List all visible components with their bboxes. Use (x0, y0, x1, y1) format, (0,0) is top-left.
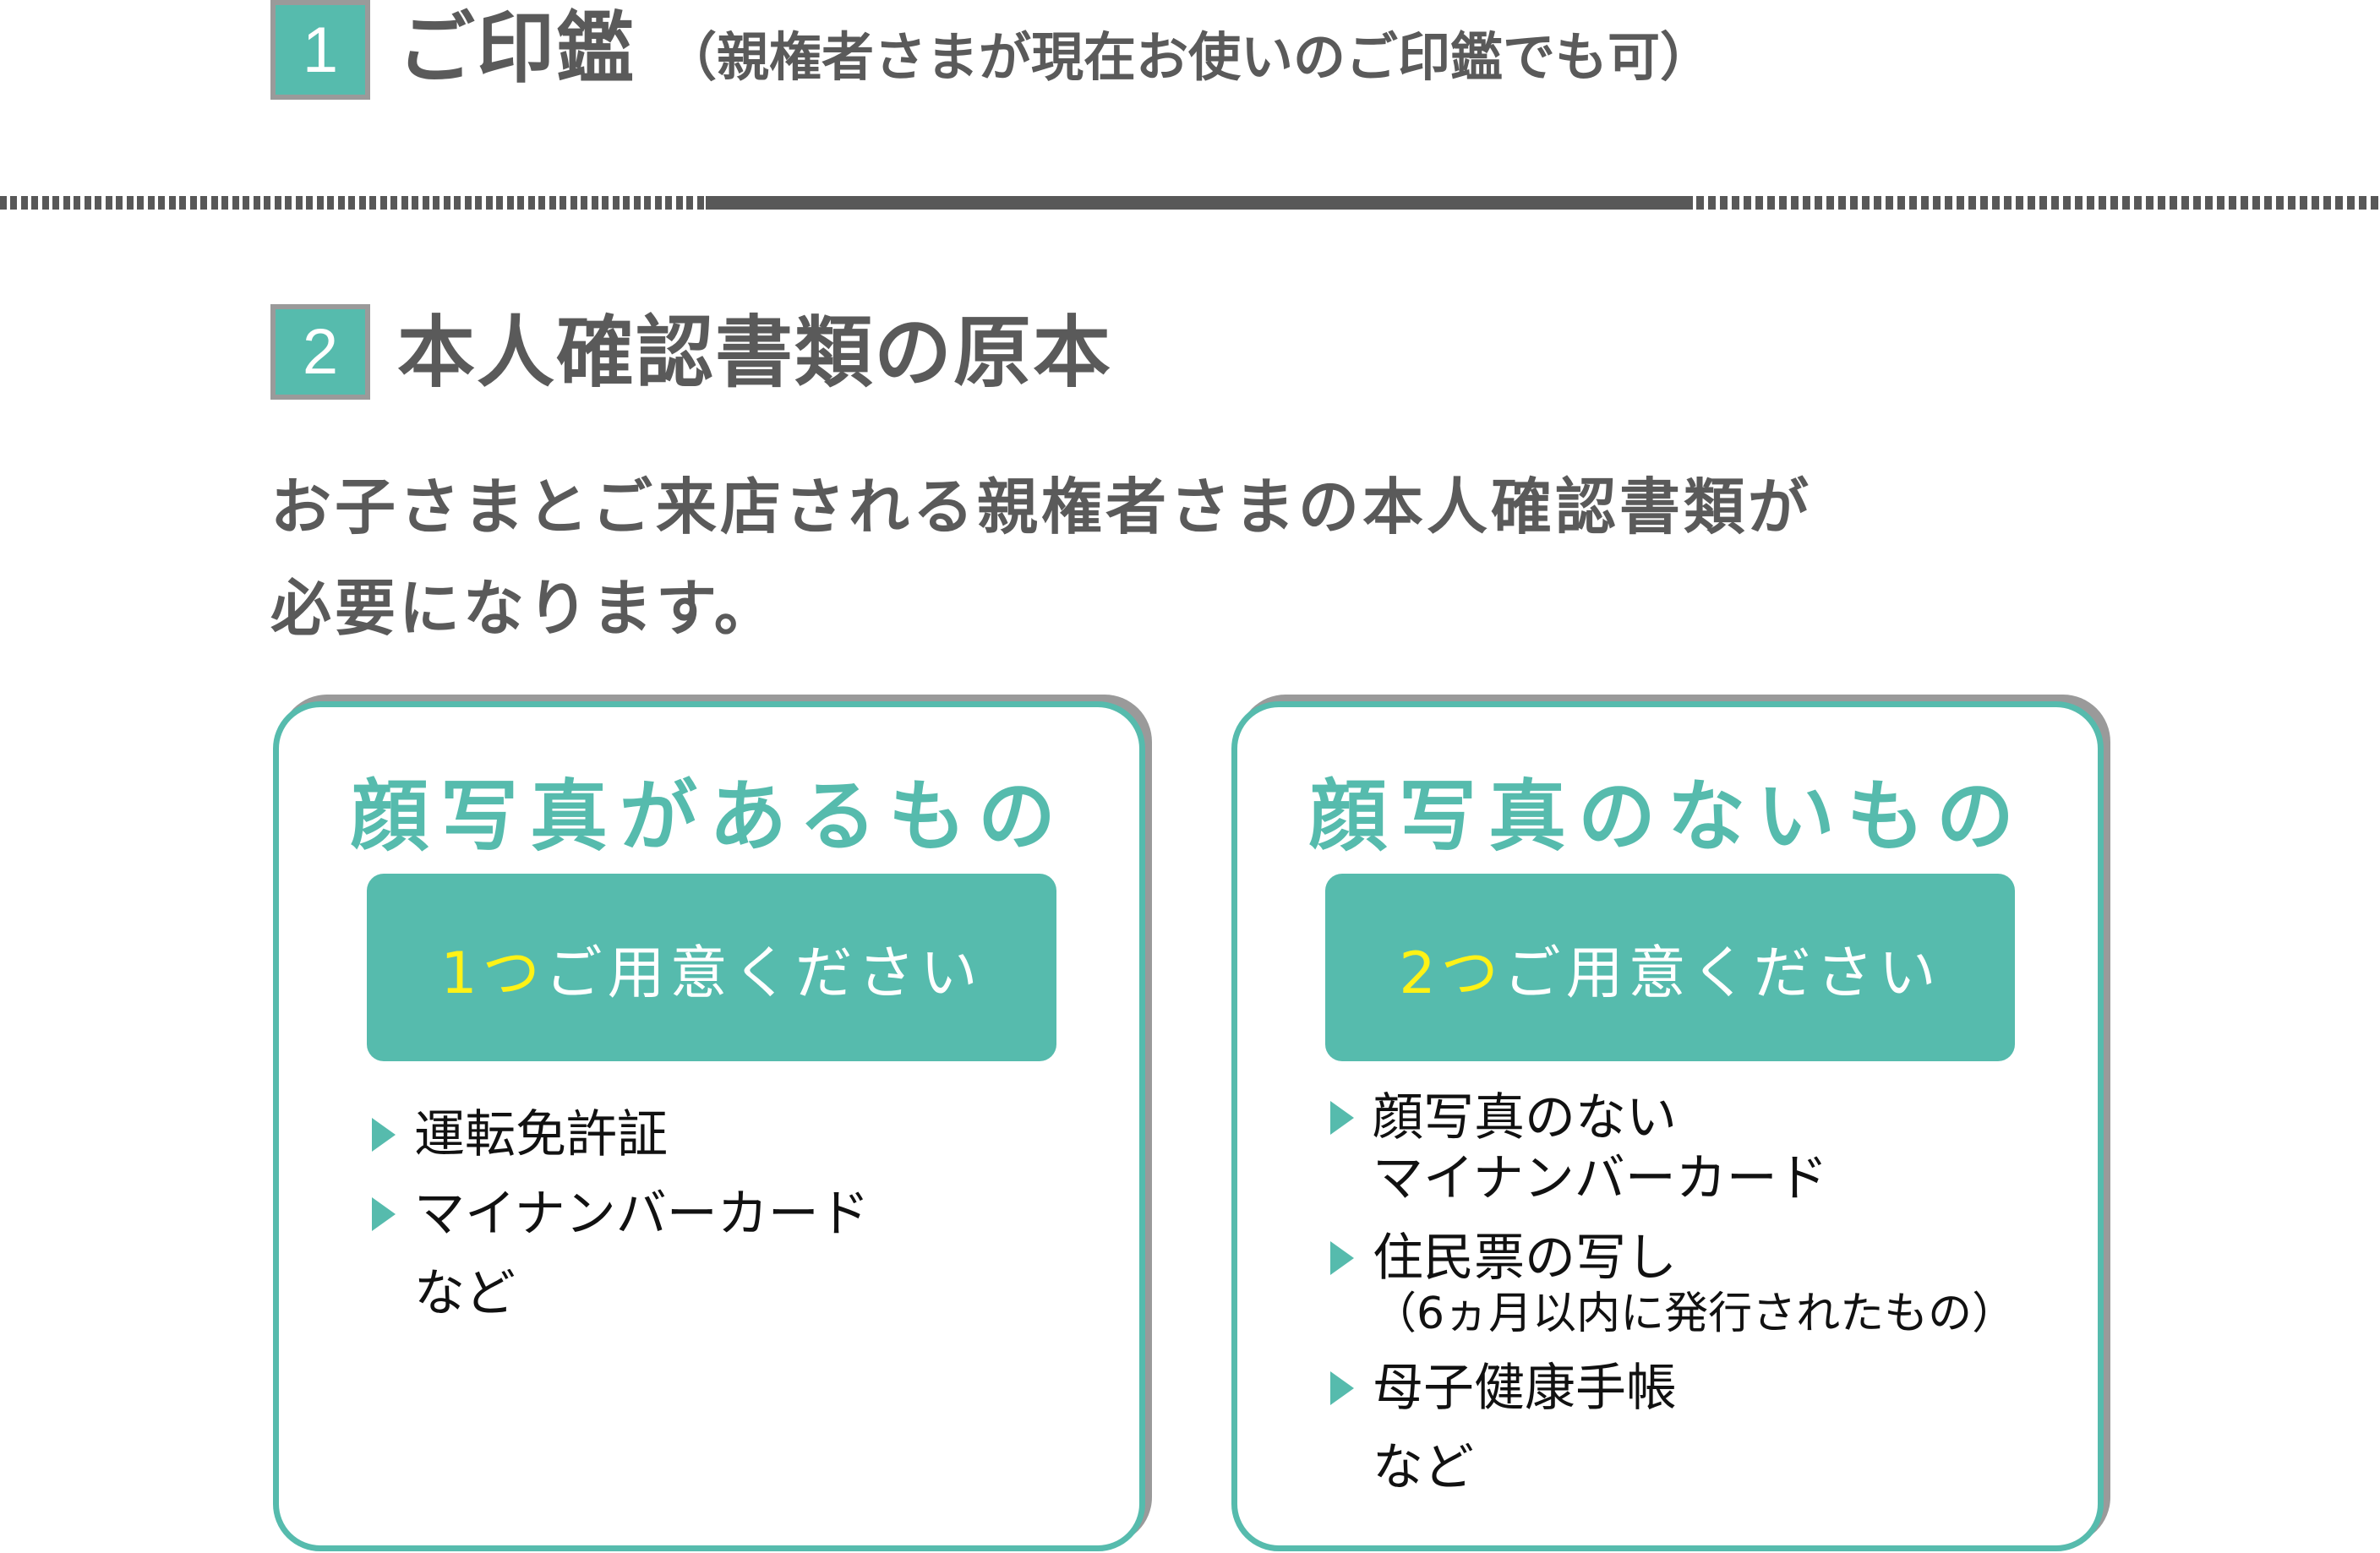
triangle-bullet-icon (1330, 1371, 1354, 1405)
section-divider (0, 196, 2380, 210)
card-without-photo-id: 顔写真のないもの 2つ ご用意ください 顔写真のない マイナンバーカード 住民票… (1231, 701, 2104, 1551)
section-1-subtitle: （親権者さまが現在お使いのご印鑑でも可） (664, 26, 1713, 88)
requirement-text: ご用意ください (1503, 940, 1941, 1007)
section-number-badge-1: 1 (270, 0, 370, 100)
document-list: 顔写真のない マイナンバーカード 住民票の写し （6ヵ月以内に発行されたもの） … (1330, 1087, 2016, 1498)
divider-solid-center (706, 196, 1693, 210)
item-label: 顔写真のない (1373, 1088, 1677, 1147)
list-item: 母子健康手帳 (1330, 1358, 2016, 1419)
item-label: マイナンバーカード (414, 1185, 870, 1244)
section-2-title: 本人確認書類の原本 (397, 308, 1113, 398)
triangle-bullet-icon (1330, 1241, 1354, 1275)
required-count: 2つ (1399, 940, 1504, 1007)
card-with-photo-id: 顔写真があるもの 1つ ご用意ください 運転免許証 マイナンバーカード など (273, 701, 1145, 1551)
item-note: （6ヵ月以内に発行されたもの） (1373, 1289, 2017, 1339)
requirement-text: ご用意ください (544, 940, 983, 1007)
description-line-1: お子さまとご来店される親権者さまの本人確認書類が (270, 471, 1813, 542)
item-label: 住民票の写し (1373, 1229, 1677, 1288)
triangle-bullet-icon (372, 1197, 396, 1231)
section-1-title: ご印鑑 (397, 3, 636, 94)
etc-note: など (414, 1264, 516, 1323)
section-number-badge-2: 2 (270, 304, 370, 400)
triangle-bullet-icon (372, 1118, 396, 1152)
document-list: 運転免許証 マイナンバーカード など (372, 1104, 870, 1324)
section-1-heading: ご印鑑 （親権者さまが現在お使いのご印鑑でも可） (397, 7, 1712, 100)
divider-dashed-right (1696, 196, 2380, 210)
list-item: マイナンバーカード (372, 1184, 870, 1245)
list-item: 運転免許証 (372, 1104, 870, 1165)
triangle-bullet-icon (1330, 1101, 1354, 1135)
description-line-2: 必要になります。 (270, 573, 778, 644)
item-label: 運転免許証 (414, 1105, 668, 1164)
card-title: 顔写真があるもの (350, 771, 1067, 862)
card-title: 顔写真のないもの (1308, 771, 2026, 862)
required-count: 1つ (440, 940, 545, 1007)
list-item: 住民票の写し （6ヵ月以内に発行されたもの） (1330, 1228, 2016, 1339)
section-2-description: お子さまとご来店される親権者さまの本人確認書類が 必要になります。 (270, 456, 1812, 659)
section-number: 1 (302, 14, 339, 86)
list-item: 顔写真のない マイナンバーカード (1330, 1087, 2016, 1209)
divider-dashed-left (0, 196, 704, 210)
section-number: 2 (302, 316, 339, 388)
item-label-line-2: マイナンバーカード (1373, 1149, 1828, 1208)
requirement-banner: 2つ ご用意ください (1325, 874, 2015, 1061)
requirement-banner: 1つ ご用意ください (367, 874, 1056, 1061)
etc-note: など (1373, 1438, 1474, 1497)
item-label: 母子健康手帳 (1373, 1359, 1677, 1418)
